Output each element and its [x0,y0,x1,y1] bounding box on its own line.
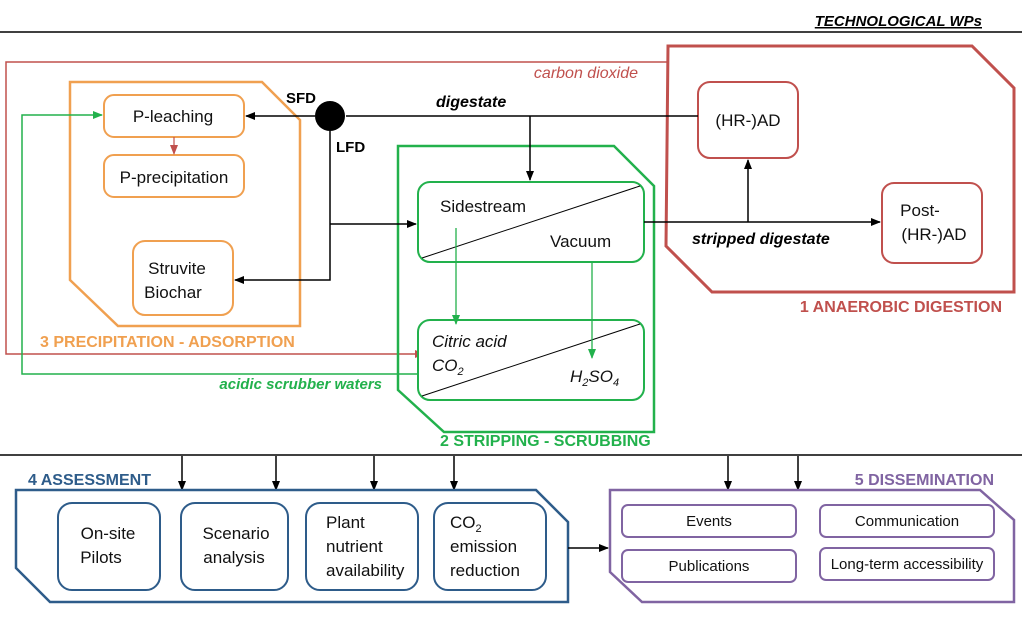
wp5-dissemination-frame [608,488,1016,604]
plant-line2: nutrient [326,537,383,556]
wp4-assessment-frame [14,488,570,604]
co2-label: CO2 [432,356,464,378]
header-title: TECHNOLOGICAL WPs [815,13,982,30]
separator-node [315,101,345,131]
carbon-dioxide-flow [5,61,668,358]
scrubbing-node-divider [421,323,641,397]
communication-label: Communication [855,513,959,530]
co2e-line3: reduction [450,561,520,580]
events-node [621,504,797,538]
co2e-line2: emission [450,537,517,556]
post-hr-ad-line1: Post- [900,201,940,220]
wp4-label: 4 ASSESSMENT [28,472,151,489]
publications-label: Publications [669,558,750,575]
p-leaching-label: P-leaching [133,107,213,126]
h2so4-label: H2SO4 [570,367,619,389]
wp1-anaerobic-digestion-frame [664,44,1016,294]
on-site-pilots-node [57,502,161,591]
citric-acid-label: Citric acid [432,332,507,351]
p-precipitation-label: P-precipitation [120,168,229,187]
vacuum-label: Vacuum [550,232,611,251]
scenario-line2: analysis [203,548,264,567]
publications-node [621,549,797,583]
wp2-label: 2 STRIPPING - SCRUBBING [440,433,651,450]
struvite-label: Struvite [148,259,206,278]
hr-ad-label: (HR-)AD [715,111,780,130]
struvite-biochar-node [132,240,234,316]
scenario-analysis-node [180,502,289,591]
sfd-label: SFD [286,90,316,107]
p-precipitation-node [103,154,245,198]
scenario-line1: Scenario [202,524,269,543]
stripping-node-divider [421,185,641,259]
wp5-label: 5 DISSEMINATION [855,472,994,489]
wp3-precipitation-frame [68,80,302,328]
plant-line1: Plant [326,513,365,532]
lfd-label: LFD [336,139,365,156]
co2e-line1: CO2 [450,513,482,535]
lfd-to-struvite-arrow [234,131,331,284]
post-hr-ad-line2: (HR-)AD [901,225,966,244]
co2-emission-node [433,502,547,591]
hr-ad-node [697,81,799,159]
stripped-digestate-label: stripped digestate [692,231,830,248]
acidic-scrubber-waters-flow [21,111,418,375]
wp1-label: 1 ANAEROBIC DIGESTION [800,299,1002,316]
acidic-scrubber-waters-label: acidic scrubber waters [219,376,382,393]
sidestream-label: Sidestream [440,197,526,216]
pilots-line2: Pilots [80,548,122,567]
long-term-accessibility-node [819,547,995,581]
long-term-accessibility-label: Long-term accessibility [831,556,984,573]
events-label: Events [686,513,732,530]
carbon-dioxide-label: carbon dioxide [534,65,638,82]
plant-line3: availability [326,561,405,580]
communication-node [819,504,995,538]
plant-nutrient-node [305,502,419,591]
digestate-label: digestate [436,94,506,111]
biochar-label: Biochar [144,283,202,302]
pilots-line1: On-site [81,524,136,543]
wp3-label: 3 PRECIPITATION - ADSORPTION [40,334,295,351]
post-hr-ad-node [881,182,983,264]
wp2-stripping-frame [396,144,656,434]
